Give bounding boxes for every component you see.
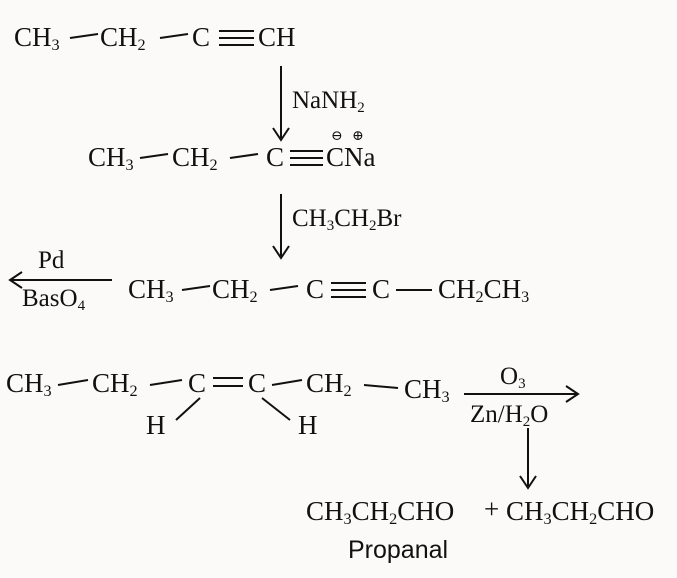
row1-c: C xyxy=(192,22,211,52)
row3-ch3: CH3 xyxy=(128,274,174,307)
row4-bond-2 xyxy=(149,379,183,386)
row3-c2: C xyxy=(372,274,391,304)
row2-ch2: CH2 xyxy=(172,142,218,175)
row2-bond-2 xyxy=(229,153,259,159)
row2-ch3: CH3 xyxy=(88,142,134,175)
row4-ch3: CH3 xyxy=(6,368,52,401)
row1-ch2: CH2 xyxy=(100,22,146,55)
row1-ch: CH xyxy=(258,22,296,52)
reagent-pd: Pd xyxy=(38,247,65,274)
arrow-step1 xyxy=(272,66,290,142)
row3-triple-bond xyxy=(331,282,366,298)
row4-ch2: CH2 xyxy=(92,368,138,401)
row1-bond-1 xyxy=(69,33,99,39)
row3-c1: C xyxy=(306,274,325,304)
reagent-zn-h2o: Zn/H2O xyxy=(470,401,549,430)
arrow-step4 xyxy=(464,385,580,403)
row3-bond-2 xyxy=(269,285,299,291)
row2-cna: CNa xyxy=(326,142,376,172)
arrow-step3 xyxy=(8,271,112,289)
plus-sign: + xyxy=(484,494,500,524)
reagent-o3: O3 xyxy=(500,363,526,392)
row1-ch3: CH3 xyxy=(14,22,60,55)
positive-charge-icon: ⊕ xyxy=(352,129,364,144)
row3-bond-1 xyxy=(181,285,211,291)
row4-h-bond-left xyxy=(175,397,201,421)
row4-h-bond-right xyxy=(261,397,291,421)
row4-c2: C xyxy=(248,368,267,398)
negative-charge-icon: ⊖ xyxy=(331,129,343,144)
reagent-baso4: BasO4 xyxy=(22,285,86,314)
row3-ch2: CH2 xyxy=(212,274,258,307)
product-1: CH3CH2CHO xyxy=(306,496,455,529)
row2-c: C xyxy=(266,142,285,172)
product-2: CH3CH2CHO xyxy=(506,496,655,529)
row2-bond-1 xyxy=(139,153,169,159)
row4-ch2-b: CH2 xyxy=(306,368,352,401)
row1-triple-bond xyxy=(219,30,254,46)
row4-double-bond xyxy=(213,377,243,387)
row4-h-left: H xyxy=(146,410,166,440)
row4-c1: C xyxy=(188,368,207,398)
reagent-ch3ch2br: CH3CH2Br xyxy=(292,205,402,234)
product-name: Propanal xyxy=(348,536,449,564)
row2-triple-bond xyxy=(290,150,323,166)
row4-bond-4 xyxy=(363,384,399,389)
row4-ch3-b: CH3 xyxy=(404,374,450,407)
row3-ch2ch3: CH2CH3 xyxy=(438,274,530,307)
row1-bond-2 xyxy=(159,33,189,39)
arrow-step2 xyxy=(272,194,290,260)
arrow-step5 xyxy=(519,428,537,490)
row4-bond-1 xyxy=(57,379,89,386)
row4-h-right: H xyxy=(298,410,318,440)
reagent-nanh2: NaNH2 xyxy=(292,87,365,116)
row4-bond-3 xyxy=(271,379,303,386)
